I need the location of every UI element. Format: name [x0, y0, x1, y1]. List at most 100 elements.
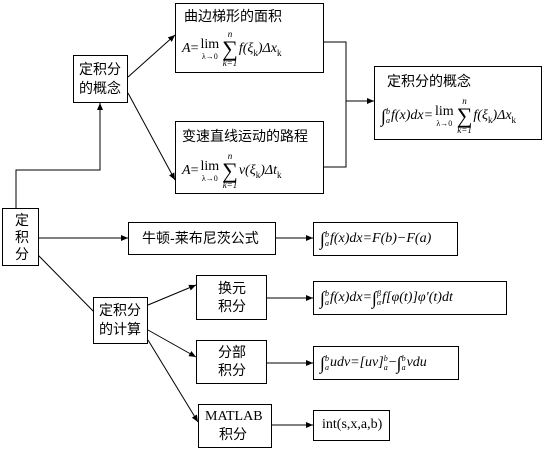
definition-int-lo: a	[385, 116, 390, 125]
substitution-integral-sign-1: ∫	[320, 288, 325, 308]
concept-line-1: 定积分	[79, 62, 121, 78]
parts-line-1: 分部	[218, 345, 246, 361]
definition-int-hi: b	[385, 107, 390, 116]
parts-minus: −	[388, 355, 397, 370]
compute-line-2: 的计算	[99, 322, 141, 338]
arrow-compute-parts	[147, 329, 197, 358]
matlab-formula-node: int(s,x,a,b)	[313, 410, 390, 441]
definition-body-sub: k	[487, 115, 493, 126]
newton-int-hi: b	[324, 229, 329, 239]
substitution-right: f[φ(t)]φ′(t)dt	[382, 290, 453, 305]
parts-int-lo: a	[324, 362, 329, 372]
substitution-line-2: 积分	[218, 299, 246, 315]
matlab-formula: int(s,x,a,b)	[322, 417, 383, 432]
matlab-line-2: 积分	[219, 427, 247, 443]
definition-sigma: ∑	[456, 103, 473, 128]
matlab-line-1: MATLAB	[205, 409, 263, 424]
parts-bar-hi: b	[383, 353, 388, 363]
newton-int-lo: a	[324, 238, 329, 248]
arrow-compute-matlab	[147, 339, 199, 423]
parts-integral-sign-1: ∫	[320, 353, 325, 373]
area-body-close: )Δx	[257, 41, 277, 57]
arrow-concept-area	[127, 34, 176, 78]
distance-sigma: ∑	[222, 158, 238, 183]
compute-node: 定积分 的计算	[93, 297, 148, 344]
arrow-root-concept	[15, 103, 103, 208]
definition-body-sub2: k	[511, 115, 517, 126]
arrow-concept-distance	[127, 92, 176, 181]
definition-lim-sub: λ→0	[436, 118, 453, 128]
arrow-root-compute	[37, 254, 101, 319]
substitution-int-lo: a	[324, 297, 329, 307]
area-title: 曲边梯形的面积	[184, 9, 282, 25]
newton-formula-text: f(x)dx=F(b)−F(a)	[329, 231, 432, 246]
parts-int-hi: b	[324, 353, 329, 363]
root-char-3: 分	[15, 247, 29, 263]
distance-lim: lim	[200, 158, 220, 174]
parts-left: udv=[uv]	[329, 355, 384, 370]
distance-body-close: )Δt	[260, 163, 277, 179]
definition-sum-bot: k=1	[457, 125, 472, 135]
parts-right: vdu	[406, 355, 427, 370]
parts-integral-sign-2: ∫	[396, 353, 402, 373]
root-char-2: 积	[15, 230, 29, 246]
definition-body: f(ξ	[473, 108, 488, 124]
substitution-left: f(x)dx=	[329, 290, 373, 305]
area-sum-top: n	[227, 29, 233, 39]
connector-area-merge	[324, 41, 347, 168]
distance-sum-bot: k=1	[222, 180, 238, 190]
definition-title: 定积分的概念	[387, 74, 471, 90]
substitution-line-1: 换元	[218, 281, 246, 297]
newton-integral-sign: ∫	[320, 229, 325, 249]
distance-body-sub2: k	[276, 170, 282, 181]
substitution-int2-hi: β	[376, 288, 381, 298]
substitution-int2-lo: α	[376, 297, 382, 307]
root-char-1: 定	[15, 213, 29, 229]
distance-body: v(ξ	[238, 163, 256, 179]
concept-node: 定积分 的概念	[73, 55, 128, 103]
newton-node: 牛顿-莱布尼茨公式	[128, 222, 276, 255]
area-lhs: A	[182, 41, 191, 57]
distance-body-sub: k	[255, 170, 261, 181]
area-lim-sub: λ→0	[201, 51, 218, 61]
parts-int2-lo: a	[401, 362, 406, 372]
parts-line-2: 积分	[218, 363, 246, 379]
newton-label: 牛顿-莱布尼茨公式	[142, 231, 259, 247]
area-eq: =	[190, 41, 199, 57]
matlab-node: MATLAB 积分	[198, 404, 272, 448]
distance-eq: =	[190, 163, 199, 179]
area-sum-bot: k=1	[222, 58, 238, 68]
area-body-sub: k	[253, 48, 258, 59]
definition-integral-sign: ∫	[381, 106, 386, 127]
distance-sum-top: n	[227, 151, 233, 161]
distance-lhs: A	[182, 163, 191, 179]
distance-lim-sub: λ→0	[201, 173, 218, 183]
area-lim: lim	[200, 36, 220, 52]
parts-node: 分部 积分	[196, 340, 267, 384]
definition-sum-top: n	[462, 96, 467, 106]
area-sigma: ∑	[222, 36, 238, 61]
parts-int2-hi: b	[401, 353, 406, 363]
concept-line-2: 的概念	[79, 81, 121, 97]
arrow-compute-substitution	[147, 284, 197, 306]
root-node: 定 积 分	[2, 208, 39, 266]
parts-bar-lo: a	[383, 362, 388, 372]
compute-line-1: 定积分	[99, 303, 141, 319]
substitution-int-hi: b	[324, 288, 329, 298]
definition-lim: lim	[435, 103, 454, 119]
substitution-node: 换元 积分	[196, 275, 267, 320]
distance-title: 变速直线运动的路程	[182, 129, 308, 145]
